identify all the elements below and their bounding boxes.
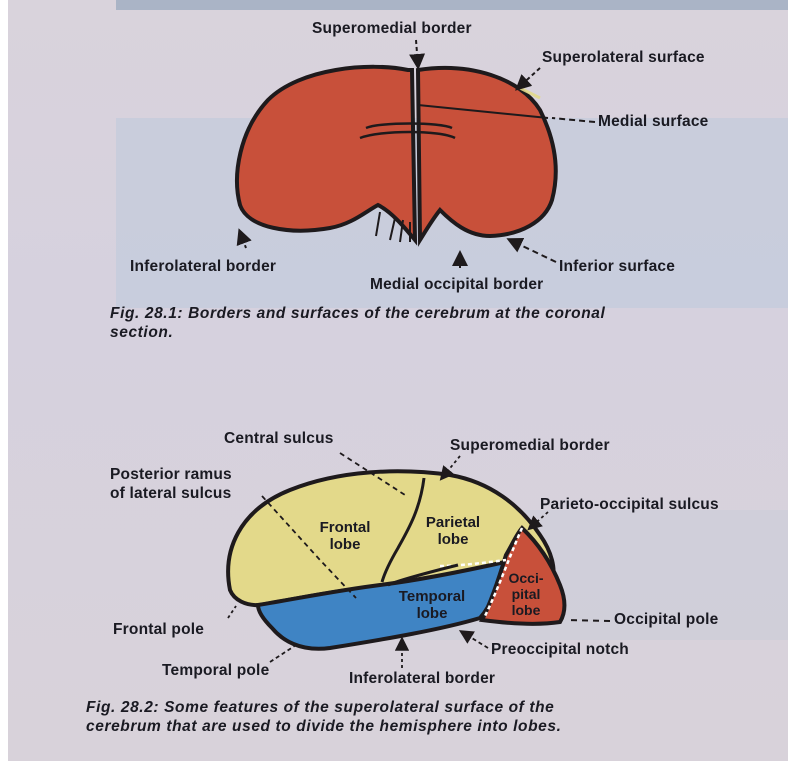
left-hemisphere-section xyxy=(237,67,415,240)
right-hemisphere-section xyxy=(418,68,556,240)
coronal-section-diagram xyxy=(237,40,595,268)
figure2-caption-line2: cerebrum that are used to divide the hem… xyxy=(86,717,562,736)
figure2-caption-line1: Fig. 28.2: Some features of the superola… xyxy=(86,698,554,717)
label-parieto-occipital-sulcus: Parieto-occipital sulcus xyxy=(540,496,719,514)
temporal-lobe-label-line2: lobe xyxy=(392,605,472,622)
hemisphere-lobes-diagram xyxy=(228,453,610,668)
label-medial-surface: Medial surface xyxy=(598,113,708,131)
label-superomedial-border: Superomedial border xyxy=(312,20,472,38)
label-central-sulcus: Central sulcus xyxy=(224,430,334,448)
label-frontal-pole: Frontal pole xyxy=(113,621,204,639)
frontal-lobe-label-line1: Frontal xyxy=(310,519,380,536)
frontal-lobe-label: Frontal lobe xyxy=(310,519,380,553)
label-posterior-ramus-line2: of lateral sulcus xyxy=(110,485,231,503)
occipital-lobe-label-line3: lobe xyxy=(500,602,552,618)
label-occipital-pole: Occipital pole xyxy=(614,611,718,629)
temporal-lobe-label-line1: Temporal xyxy=(392,588,472,605)
label-inferolateral-border: Inferolateral border xyxy=(349,670,495,688)
label-inferolateral-border: Inferolateral border xyxy=(130,258,276,276)
label-preoccipital-notch: Preoccipital notch xyxy=(491,641,629,659)
frontal-lobe-label-line2: lobe xyxy=(310,536,380,553)
label-medial-occipital-border: Medial occipital border xyxy=(370,276,543,294)
label-superomedial-border: Superomedial border xyxy=(450,437,610,455)
figure1-caption-line1: Fig. 28.1: Borders and surfaces of the c… xyxy=(110,304,605,323)
figure1-caption-line2: section. xyxy=(110,323,173,342)
occipital-lobe-label-line2: pital xyxy=(500,586,552,602)
occipital-lobe-label: Occi- pital lobe xyxy=(500,570,552,618)
occipital-lobe-label-line1: Occi- xyxy=(500,570,552,586)
label-posterior-ramus-line1: Posterior ramus xyxy=(110,466,232,484)
temporal-lobe-label: Temporal lobe xyxy=(392,588,472,622)
parietal-lobe-label: Parietal lobe xyxy=(418,514,488,548)
label-superolateral-surface: Superolateral surface xyxy=(542,49,705,67)
parietal-lobe-label-line2: lobe xyxy=(418,531,488,548)
parietal-lobe-label-line1: Parietal xyxy=(418,514,488,531)
label-temporal-pole: Temporal pole xyxy=(162,662,269,680)
label-inferior-surface: Inferior surface xyxy=(559,258,675,276)
